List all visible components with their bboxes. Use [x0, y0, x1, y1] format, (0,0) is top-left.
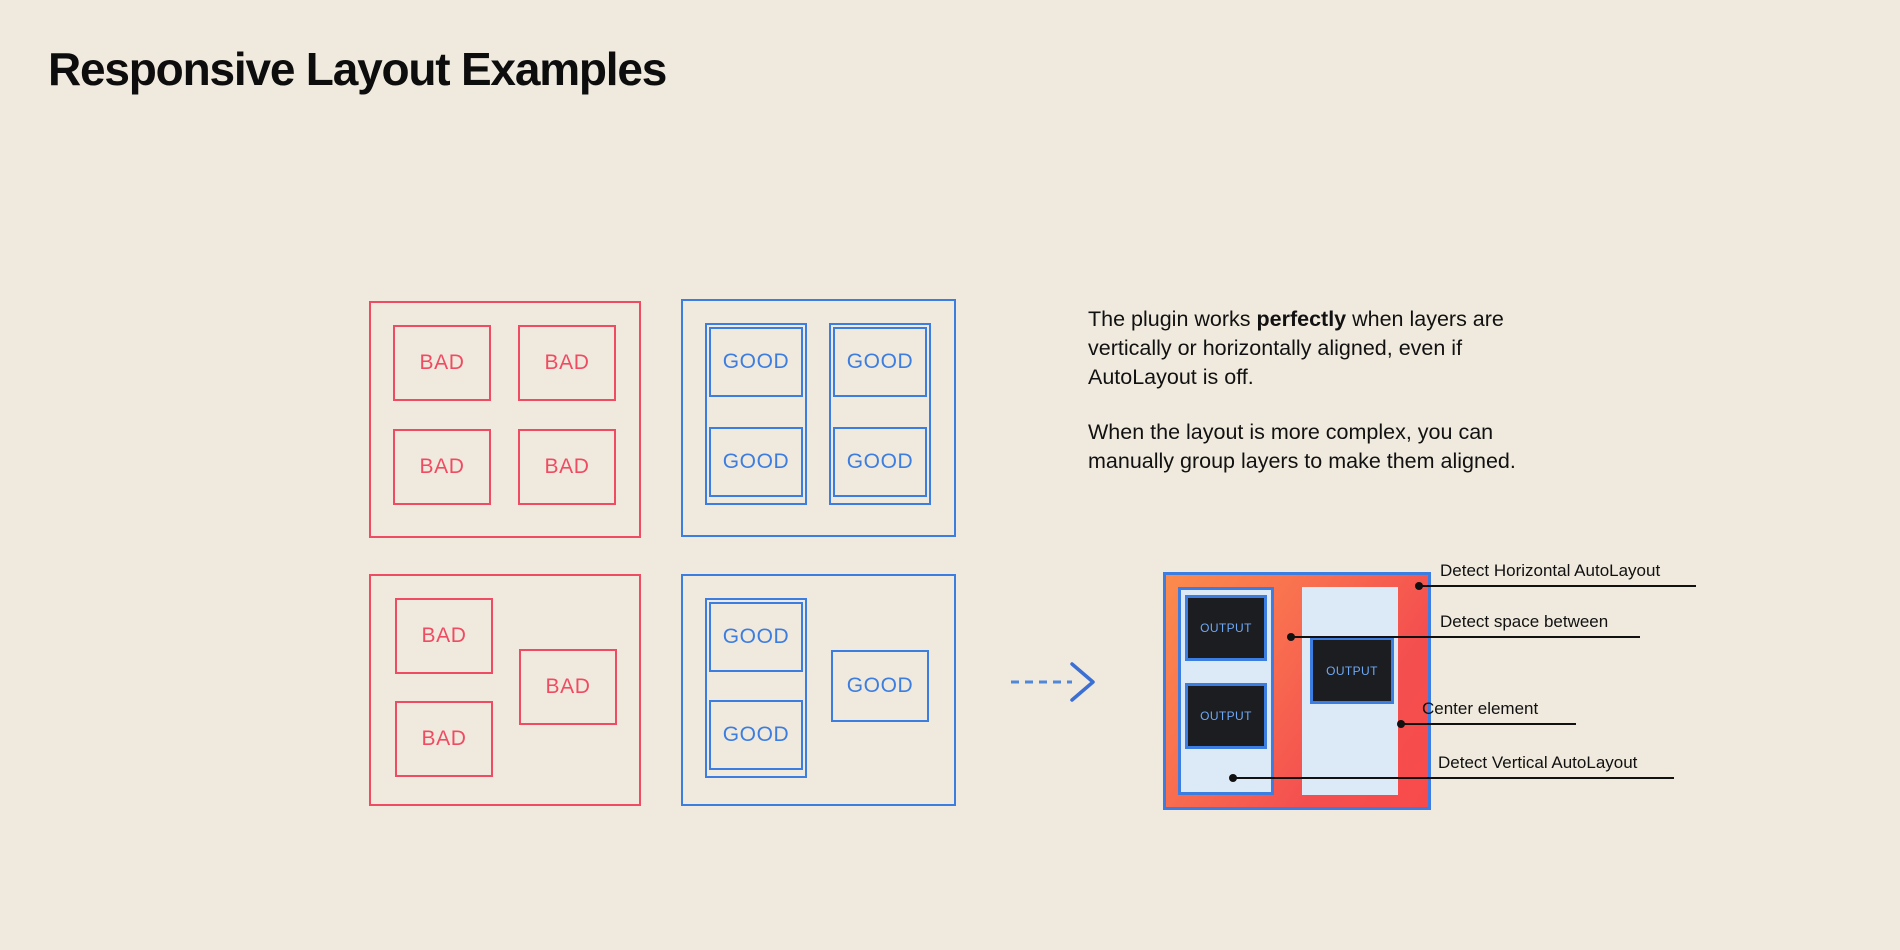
dashed-arrow-right-icon: [1011, 662, 1095, 702]
annotation-line: [1418, 585, 1696, 587]
description-paragraph-2: When the layout is more complex, you can…: [1088, 420, 1516, 473]
autolayout-detection-diagram: OUTPUT OUTPUT OUTPUT: [1163, 572, 1431, 810]
page-title: Responsive Layout Examples: [48, 43, 667, 95]
description-p1-part1: The plugin works: [1088, 307, 1257, 331]
example-cell-bad: BAD: [393, 325, 491, 401]
output-box: OUTPUT: [1185, 595, 1267, 661]
annotation-label: Detect Vertical AutoLayout: [1438, 753, 1638, 772]
annotation-label: Center element: [1422, 699, 1539, 718]
description-p1-bold: perfectly: [1256, 307, 1347, 331]
example-cell-good: GOOD: [709, 700, 803, 770]
example-cell-good: GOOD: [831, 650, 929, 722]
annotation-line: [1400, 723, 1576, 725]
diagram-inner: OUTPUT OUTPUT OUTPUT: [1178, 587, 1416, 795]
annotation-label: Detect space between: [1440, 612, 1609, 631]
example-cell-good: GOOD: [709, 427, 803, 497]
example-cell-bad: BAD: [393, 429, 491, 505]
output-box: OUTPUT: [1310, 637, 1394, 704]
annotation-line: [1290, 636, 1640, 638]
description-p1-part2: when layers are vertically or horizontal…: [1088, 307, 1504, 389]
example-cell-bad: BAD: [519, 649, 617, 725]
example-cell-good: GOOD: [709, 327, 803, 397]
annotation-anchor-dot: [1415, 582, 1423, 590]
annotation-anchor-dot: [1397, 720, 1405, 728]
output-box: OUTPUT: [1185, 683, 1267, 749]
annotation-anchor-dot: [1229, 774, 1237, 782]
description-paragraph-1: The plugin works perfectly when layers a…: [1088, 305, 1558, 392]
example-panel-bad-complex: BAD BAD BAD: [369, 574, 641, 806]
example-cell-good: GOOD: [833, 327, 927, 397]
example-panel-good-grid: GOOD GOOD GOOD GOOD: [681, 299, 956, 537]
annotation-anchor-dot: [1287, 633, 1295, 641]
example-cell-bad: BAD: [518, 429, 616, 505]
annotation-label: Detect Horizontal AutoLayout: [1440, 561, 1661, 580]
example-panel-good-complex: GOOD GOOD GOOD: [681, 574, 956, 806]
annotation-line: [1232, 777, 1674, 779]
example-cell-good: GOOD: [833, 427, 927, 497]
example-panel-bad-grid: BAD BAD BAD BAD: [369, 301, 641, 538]
description-text: The plugin works perfectly when layers a…: [1088, 305, 1558, 476]
example-cell-good: GOOD: [709, 602, 803, 672]
example-cell-bad: BAD: [518, 325, 616, 401]
example-cell-bad: BAD: [395, 701, 493, 777]
example-cell-bad: BAD: [395, 598, 493, 674]
